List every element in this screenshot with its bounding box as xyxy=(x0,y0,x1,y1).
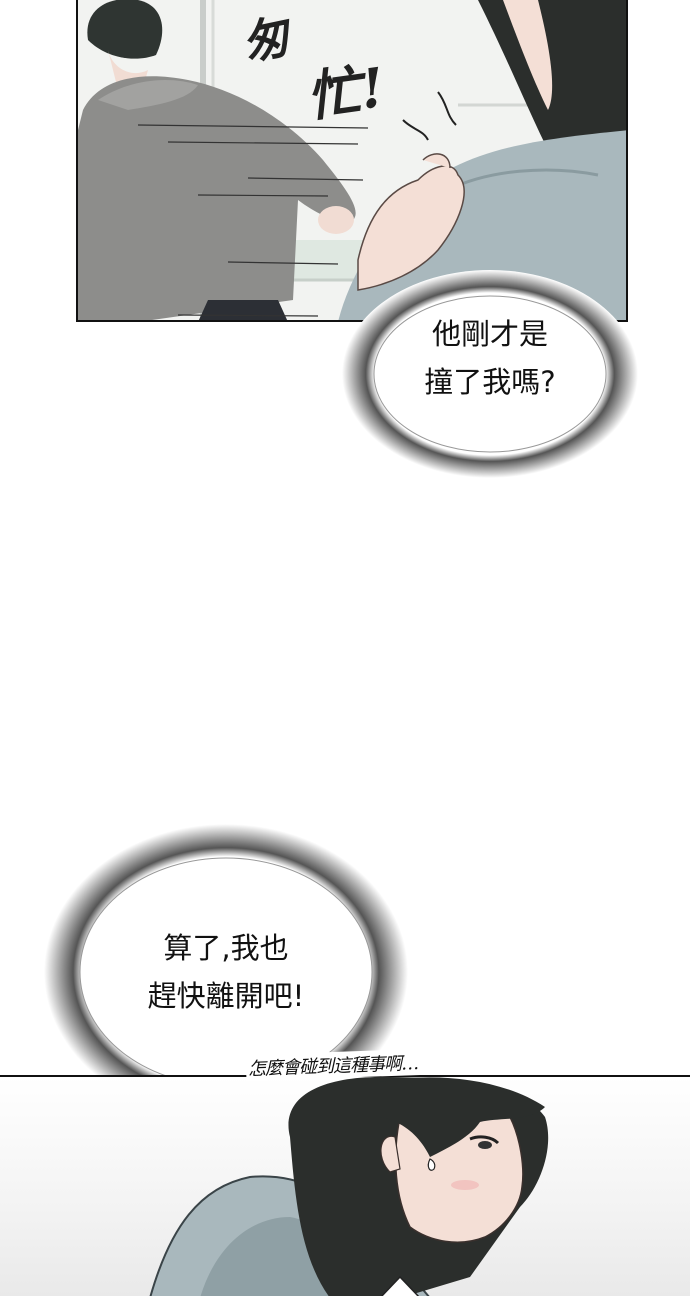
bottom-panel xyxy=(0,1075,690,1296)
bubble-1-line-2: 撞了我嗎? xyxy=(424,365,556,399)
speech-bubble-1: 他剛才是 撞了我嗎? xyxy=(340,268,640,480)
speech-bubble-2: 算了,我也 趕快離開吧! xyxy=(42,822,410,1122)
bubble-2-shape xyxy=(44,824,408,1120)
bubble-2-line-1: 算了,我也 xyxy=(163,931,289,965)
bubble-1-shape xyxy=(342,270,638,478)
bottom-panel-art xyxy=(149,1077,549,1296)
bubble-2-line-2: 趕快離開吧! xyxy=(147,979,305,1013)
top-panel: 匆 忙! xyxy=(76,0,628,322)
sfx-text-2: 忙! xyxy=(302,54,389,130)
top-panel-art xyxy=(78,0,626,320)
bubble-1-line-1: 他剛才是 xyxy=(431,317,548,351)
